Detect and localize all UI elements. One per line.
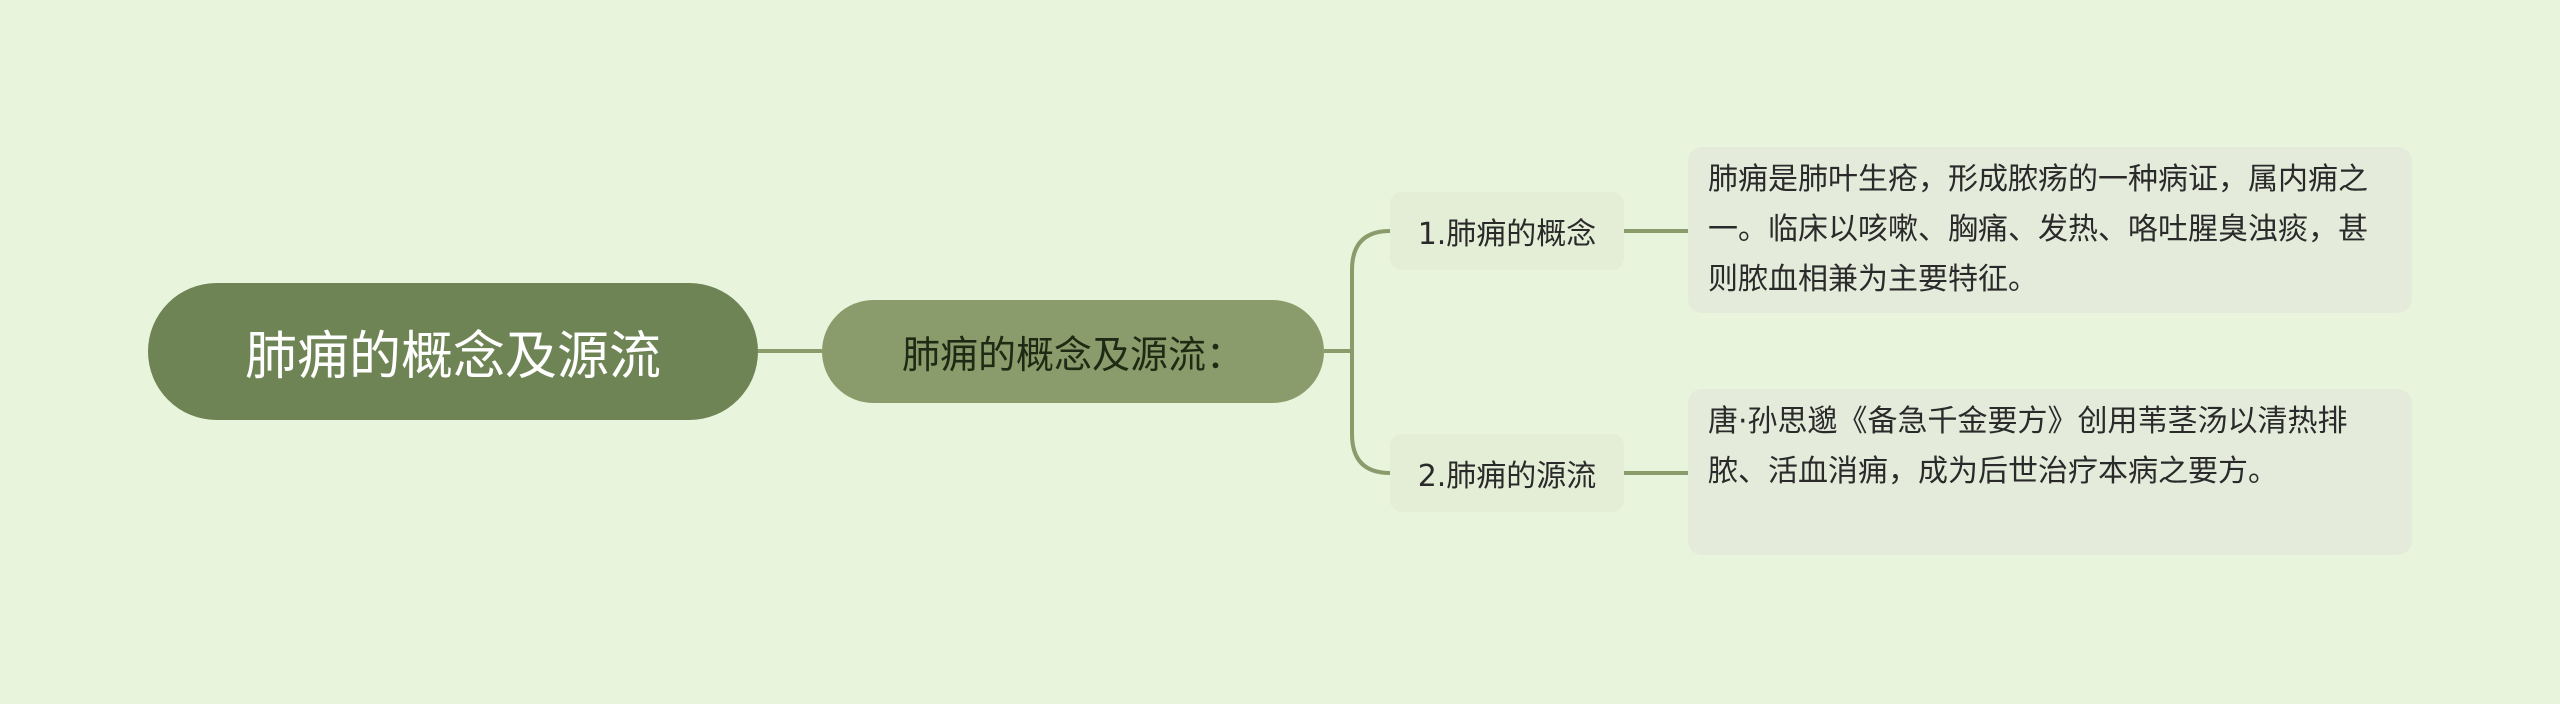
- branch-node-concept-label: 1.肺痈的概念: [1417, 217, 1597, 252]
- branch-node-concept[interactable]: 1.肺痈的概念: [1390, 192, 1624, 270]
- topic-node-label: 肺痈的概念及源流：: [901, 333, 1244, 377]
- branch-node-origin[interactable]: 2.肺痈的源流: [1390, 434, 1624, 512]
- detail-node-origin[interactable]: 唐·孙思邈《备急千金要方》创用苇茎汤以清热排脓、活血消痈，成为后世治疗本病之要方…: [1688, 389, 2412, 555]
- detail-node-concept-text: 肺痈是肺叶生疮，形成脓疡的一种病证，属内痈之一。临床以咳嗽、胸痛、发热、咯吐腥臭…: [1708, 162, 2368, 297]
- branch-node-origin-label: 2.肺痈的源流: [1417, 459, 1597, 494]
- detail-node-origin-text: 唐·孙思邈《备急千金要方》创用苇茎汤以清热排脓、活血消痈，成为后世治疗本病之要方…: [1708, 404, 2348, 489]
- connector-branch-curve: [1350, 229, 1391, 475]
- root-node-label: 肺痈的概念及源流: [244, 327, 661, 387]
- topic-node[interactable]: 肺痈的概念及源流：: [822, 300, 1324, 403]
- root-node[interactable]: 肺痈的概念及源流: [148, 283, 758, 420]
- detail-node-concept[interactable]: 肺痈是肺叶生疮，形成脓疡的一种病证，属内痈之一。临床以咳嗽、胸痛、发热、咯吐腥臭…: [1688, 147, 2412, 313]
